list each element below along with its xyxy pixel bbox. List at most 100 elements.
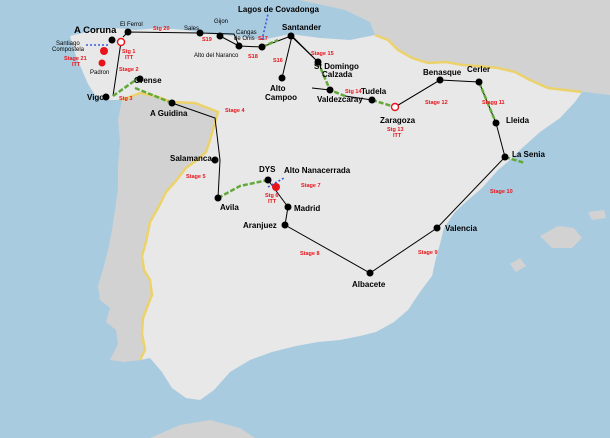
label-vigo: Vigo xyxy=(87,93,104,102)
marker-santander xyxy=(287,32,295,40)
marker-salamanca xyxy=(211,156,219,164)
label-orense: Orense xyxy=(134,76,162,85)
label-santander: Santander xyxy=(282,23,321,32)
marker-santiago xyxy=(100,47,108,55)
stage-label-stage21-a: Stage 21 xyxy=(64,56,87,62)
france-landmass xyxy=(300,0,610,95)
marker-tudela xyxy=(368,96,376,104)
city-markers xyxy=(98,28,509,277)
marker-alto-campoo xyxy=(278,74,286,82)
france-border xyxy=(374,33,583,94)
stage-label-stage4: Stage 4 xyxy=(225,108,246,114)
stage-label-stg1-a: Stg 1 xyxy=(122,49,135,55)
marker-dys xyxy=(264,176,272,184)
label-zaragoza: Zaragoza xyxy=(380,116,416,125)
label-benasque: Benasque xyxy=(423,68,462,77)
label-la-senia: La Senia xyxy=(512,150,545,159)
marker-madrid xyxy=(284,203,292,211)
label-alto-nanacerrada: Alto Nanacerrada xyxy=(284,166,351,175)
label-dys: DYS xyxy=(259,165,276,174)
marker-a-guidina xyxy=(168,99,176,107)
label-sales: Sales xyxy=(184,26,199,32)
label-madrid: Madrid xyxy=(294,204,320,213)
marker-alto-naranco xyxy=(235,42,243,50)
marker-orense xyxy=(136,75,144,83)
route-blue xyxy=(86,13,285,188)
label-alto-naranco: Alto del Naranco xyxy=(194,53,239,59)
stage-labels: Stg 1 ITT Stage 2 Stage 21 ITT Stg 3 Sta… xyxy=(64,26,513,257)
marker-lleida xyxy=(492,119,500,127)
africa-landmass xyxy=(150,420,255,438)
stage-label-stg14: Stg 14 xyxy=(345,89,362,95)
label-gijon: Gijon xyxy=(214,19,228,25)
route-black xyxy=(112,31,506,274)
label-albacete: Albacete xyxy=(352,280,386,289)
stage-label-stagg11: Stagg 11 xyxy=(482,100,505,106)
stage-label-stage8: Stage 8 xyxy=(300,251,320,257)
marker-cangas xyxy=(258,43,266,51)
marker-benasque xyxy=(436,76,444,84)
label-lagos: Lagos de Covadonga xyxy=(238,5,319,14)
marker-stg1 xyxy=(116,37,126,47)
label-santiago-2: Compostela xyxy=(52,47,85,53)
mallorca-island xyxy=(540,226,582,248)
label-a-coruna: A Coruna xyxy=(74,25,117,36)
stage-label-stage5: Stage 5 xyxy=(186,174,206,180)
stage-label-s19: S19 xyxy=(202,37,212,43)
marker-stg6 xyxy=(272,183,280,191)
label-avila: Avila xyxy=(220,203,239,212)
label-cangas-2: de Onis xyxy=(234,36,255,42)
marker-albacete xyxy=(366,269,374,277)
marker-aranjuez xyxy=(281,221,289,229)
stage-label-stg13-b: ITT xyxy=(393,133,402,139)
label-santiago-1: Santiago xyxy=(56,41,80,47)
stage-label-s17: S17 xyxy=(258,36,268,42)
stage-label-stg1-b: ITT xyxy=(125,55,134,61)
portugal-border xyxy=(121,91,220,361)
marker-el-ferrol xyxy=(124,28,132,36)
stage-label-stage21-b: ITT xyxy=(72,62,81,68)
stage-label-stage12: Stage 12 xyxy=(425,100,448,106)
label-st-domingo-2: Calzada xyxy=(322,70,353,79)
label-aranjuez: Aranjuez xyxy=(243,221,277,230)
marker-valencia xyxy=(433,224,441,232)
label-salamanca: Salamanca xyxy=(170,154,212,163)
marker-vigo xyxy=(102,93,110,101)
label-lleida: Lleida xyxy=(506,116,530,125)
marker-la-senia xyxy=(501,153,509,161)
label-cangas-1: Cangas xyxy=(236,30,257,36)
stage-label-stage15: Stage 15 xyxy=(311,51,334,57)
label-a-guidina: A Guidina xyxy=(150,109,188,118)
stage-label-stg20: Stg 20 xyxy=(153,26,170,32)
label-st-domingo-1: St Domingo xyxy=(314,62,359,71)
stage-label-stg6-b: ITT xyxy=(268,199,277,205)
stage-label-stage9: Stage 9 xyxy=(418,250,438,256)
marker-sales xyxy=(196,29,204,37)
label-alto-campoo-1: Alto xyxy=(270,84,286,93)
stage-label-stg6-a: Stg 6 xyxy=(265,193,278,199)
ibiza-island xyxy=(510,258,526,272)
marker-valdezcaray xyxy=(326,86,334,94)
marker-a-coruna xyxy=(108,36,116,44)
marker-gijon xyxy=(216,32,224,40)
marker-zaragoza xyxy=(390,102,400,112)
label-cerler: Cerler xyxy=(467,65,490,74)
stage-label-stage2: Stage 2 xyxy=(119,67,139,73)
label-valdezcaray: Valdezcaray xyxy=(317,95,363,104)
stage-label-stage10: Stage 10 xyxy=(490,189,513,195)
marker-cerler xyxy=(475,78,483,86)
stage-label-stg3: Stg 3 xyxy=(119,96,132,102)
label-tudela: Tudela xyxy=(361,87,387,96)
stage-label-stage7: Stage 7 xyxy=(301,183,321,189)
marker-avila xyxy=(214,194,222,202)
stage-label-s16: S16 xyxy=(273,58,283,64)
label-padron: Padron xyxy=(90,70,109,76)
label-valencia: Valencia xyxy=(445,224,478,233)
spain-landmass xyxy=(70,28,582,400)
marker-padron xyxy=(98,59,106,67)
label-alto-campoo-2: Campoo xyxy=(265,93,297,102)
stage-label-s18: S18 xyxy=(248,54,258,60)
portugal-landmass xyxy=(98,93,218,362)
stage-label-stg13-a: Stg 13 xyxy=(387,127,404,133)
label-el-ferrol: El Ferrol xyxy=(120,22,143,28)
